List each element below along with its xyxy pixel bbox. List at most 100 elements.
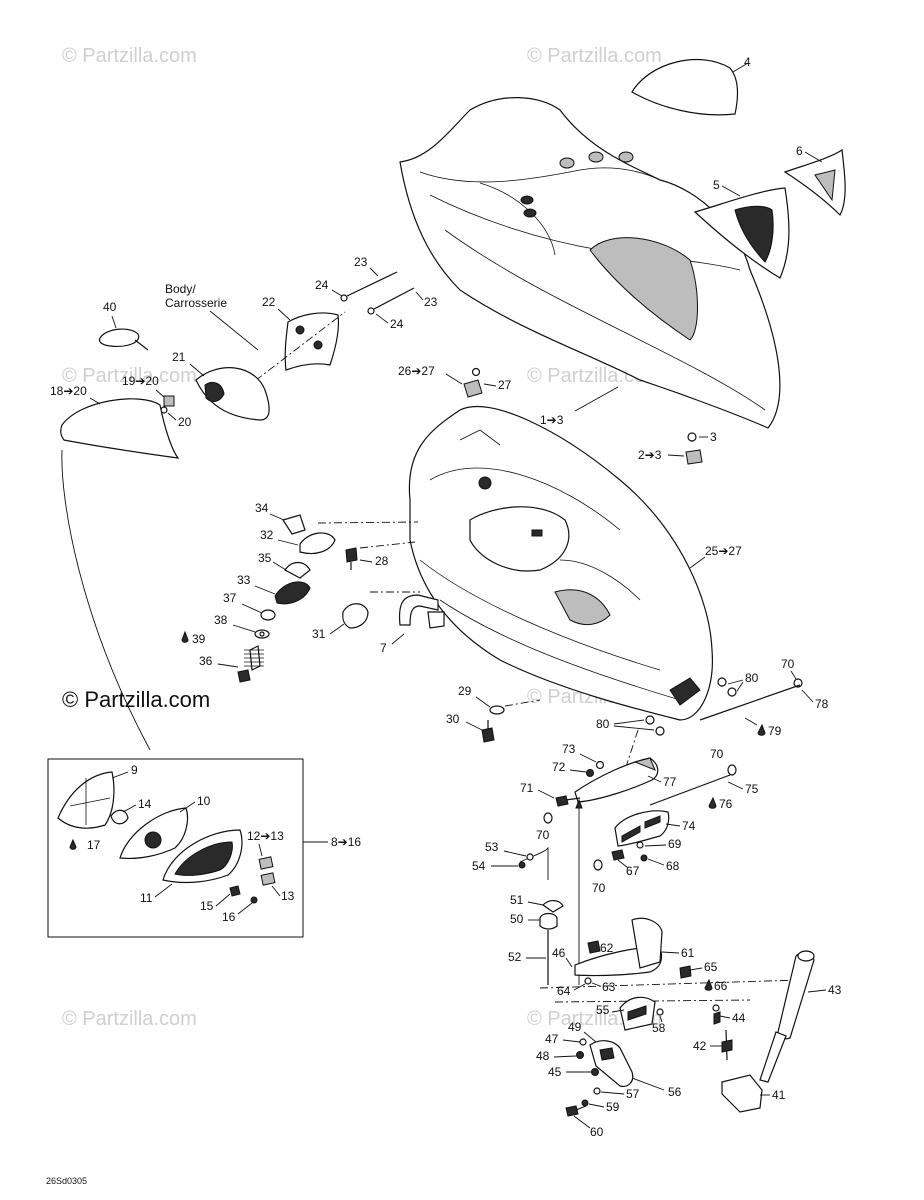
callout-35: 35	[258, 551, 272, 565]
callout-16: 16	[222, 910, 236, 924]
callout-76: 76	[719, 797, 733, 811]
cable-tie	[98, 328, 140, 347]
callout-12: 12➔13	[247, 829, 284, 843]
callout-71: 71	[520, 781, 534, 795]
callout-61: 61	[681, 946, 695, 960]
callout-59: 59	[606, 1100, 620, 1114]
callout-7: 7	[380, 641, 387, 655]
callout-11: 11	[140, 891, 153, 905]
callout-80: 80	[596, 717, 610, 731]
callout-38: 38	[214, 613, 228, 627]
callout-8: 8➔16	[331, 835, 361, 849]
callout-4: 4	[744, 55, 751, 69]
callout-42: 42	[693, 1039, 707, 1053]
callout-65: 65	[704, 960, 718, 974]
callout-36: 36	[199, 654, 213, 668]
callout-44: 44	[732, 1011, 746, 1025]
callout-51: 51	[510, 893, 524, 907]
callout-41: 41	[772, 1088, 786, 1102]
callout-5: 5	[713, 178, 720, 192]
part-6-cover	[783, 148, 846, 216]
callout-47: 47	[545, 1032, 559, 1046]
callout-27: 27	[498, 378, 512, 392]
callout-49: 49	[568, 1020, 582, 1034]
callout-40: 40	[103, 300, 117, 314]
callout-67: 67	[626, 864, 640, 878]
callout-52: 52	[508, 950, 522, 964]
watermark: © Partzilla.com	[62, 365, 197, 387]
callout-29: 29	[458, 684, 472, 698]
reference-code: 26Sd0305	[46, 1176, 87, 1186]
callout-32: 32	[260, 528, 274, 542]
callout-14: 14	[138, 797, 152, 811]
body-label-line1: Body/	[165, 282, 196, 296]
callout-72: 72	[552, 760, 566, 774]
callout-75: 75	[745, 782, 759, 796]
callout-68: 68	[666, 859, 680, 873]
callout-21: 21	[172, 350, 186, 364]
callout-23: 23	[424, 295, 438, 309]
callout-62: 62	[600, 941, 614, 955]
callout-50: 50	[510, 912, 524, 926]
callout-70: 70	[592, 881, 606, 895]
callout-53: 53	[485, 840, 499, 854]
mirror-housing	[195, 367, 270, 421]
callout-64: 64	[557, 984, 571, 998]
callout-73: 73	[562, 742, 576, 756]
callout-77: 77	[663, 775, 677, 789]
callout-69: 69	[668, 837, 682, 851]
shock-absorber	[759, 950, 815, 1083]
callout-15: 15	[200, 899, 214, 913]
callout-55: 55	[596, 1003, 610, 1017]
callout-6: 6	[796, 144, 803, 158]
watermark-main: © Partzilla.com	[62, 687, 210, 712]
callout-1: 1➔3	[540, 413, 564, 427]
callout-43: 43	[828, 983, 842, 997]
callout-13: 13	[281, 889, 295, 903]
callout-63: 63	[602, 980, 616, 994]
callout-23: 23	[354, 255, 368, 269]
callout-45: 45	[548, 1065, 562, 1079]
callout-54: 54	[472, 859, 486, 873]
callout-70: 70	[710, 747, 724, 761]
callout-2: 2➔3	[638, 448, 662, 462]
body-label-line2: Carrosserie	[165, 296, 227, 310]
callout-70: 70	[781, 657, 795, 671]
callout-22: 22	[262, 295, 276, 309]
callout-26: 26➔27	[398, 364, 435, 378]
callout-18: 18➔20	[50, 384, 87, 398]
callout-37: 37	[223, 591, 237, 605]
callout-39: 39	[192, 632, 206, 646]
callout-10: 10	[197, 794, 211, 808]
callout-70: 70	[536, 828, 550, 842]
callout-28: 28	[375, 554, 389, 568]
callout-3: 3	[710, 430, 717, 444]
callout-24: 24	[390, 317, 404, 331]
callout-20: 20	[178, 415, 192, 429]
callout-58: 58	[652, 1021, 666, 1035]
watermark: © Partzilla.com	[527, 45, 662, 67]
callout-24: 24	[315, 278, 329, 292]
callout-9: 9	[131, 763, 138, 777]
callout-74: 74	[682, 819, 696, 833]
callout-34: 34	[255, 501, 269, 515]
callout-56: 56	[668, 1085, 682, 1099]
callout-66: 66	[714, 979, 728, 993]
callout-60: 60	[590, 1125, 604, 1139]
callout-79: 79	[768, 724, 782, 738]
callout-31: 31	[312, 627, 326, 641]
callout-19: 19➔20	[122, 374, 159, 388]
windshield	[631, 58, 738, 116]
callout-57: 57	[626, 1087, 640, 1101]
watermark: © Partzilla.com	[62, 1008, 197, 1030]
callout-46: 46	[552, 946, 566, 960]
lower-hull	[408, 405, 713, 721]
watermark: © Partzilla.com	[62, 45, 197, 67]
callout-33: 33	[237, 573, 251, 587]
callout-80: 80	[745, 671, 759, 685]
callout-48: 48	[536, 1049, 550, 1063]
callout-30: 30	[446, 712, 460, 726]
callout-78: 78	[815, 697, 829, 711]
callout-17: 17	[87, 838, 101, 852]
